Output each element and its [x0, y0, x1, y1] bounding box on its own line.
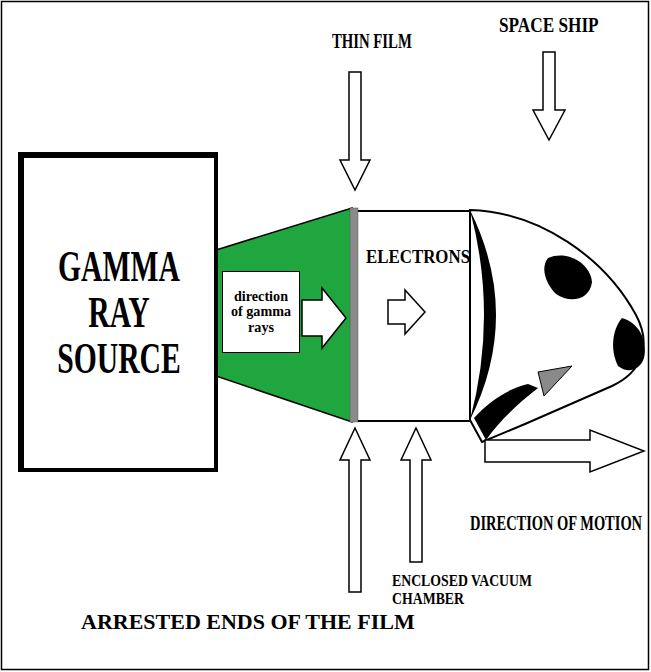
source-box: GAMMA RAY SOURCE	[18, 152, 218, 472]
pointer-arrow	[340, 428, 370, 592]
vacuum-chamber: ELECTRONS	[358, 210, 470, 422]
pointer-arrow	[340, 72, 370, 190]
callout-label: ARRESTED ENDS OF THE FILM	[81, 610, 415, 633]
node-text: GAMMA RAY SOURCE	[28, 244, 210, 383]
spaceship-nose	[613, 318, 645, 370]
node-text: ELECTRONS	[366, 248, 470, 267]
motion-arrow	[485, 430, 644, 472]
pointer-arrow	[401, 428, 431, 562]
label-box: direction of gamma rays	[222, 271, 300, 353]
callout-label: DIRECTION OF MOTION	[470, 512, 642, 534]
gamma-arrow	[302, 288, 346, 348]
gamma-beam	[216, 208, 352, 422]
spaceship-back	[470, 210, 496, 420]
spaceship-spot	[544, 255, 592, 299]
node-text: direction of gamma rays	[227, 289, 295, 336]
spaceship-fin	[474, 384, 538, 440]
callout-label: ENCLOSED VACUUM CHAMBER	[392, 572, 542, 608]
callout-label: THIN FILM	[332, 30, 412, 52]
pointer-arrow	[533, 52, 565, 140]
callout-label: SPACE SHIP	[499, 14, 599, 36]
spaceship-window	[538, 366, 572, 396]
thin-film	[350, 208, 358, 422]
electron-arrow	[388, 290, 425, 334]
